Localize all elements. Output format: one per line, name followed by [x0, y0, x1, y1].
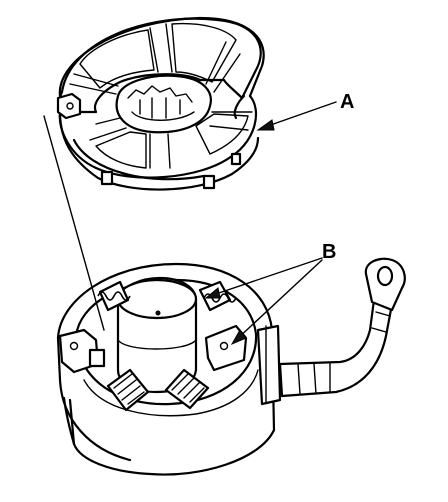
brush-holder-assembly [56, 262, 282, 476]
brush-front-left [106, 368, 150, 412]
lead-wire [278, 257, 406, 398]
brush-holder-cover [56, 16, 265, 191]
spring-left [97, 291, 131, 301]
callout-b-label: B [322, 241, 336, 263]
callout-a-label: A [340, 91, 354, 113]
callout-b: B [204, 241, 336, 346]
callout-a: A [256, 91, 354, 131]
alignment-line [43, 115, 105, 331]
brush-front-right [164, 368, 210, 410]
